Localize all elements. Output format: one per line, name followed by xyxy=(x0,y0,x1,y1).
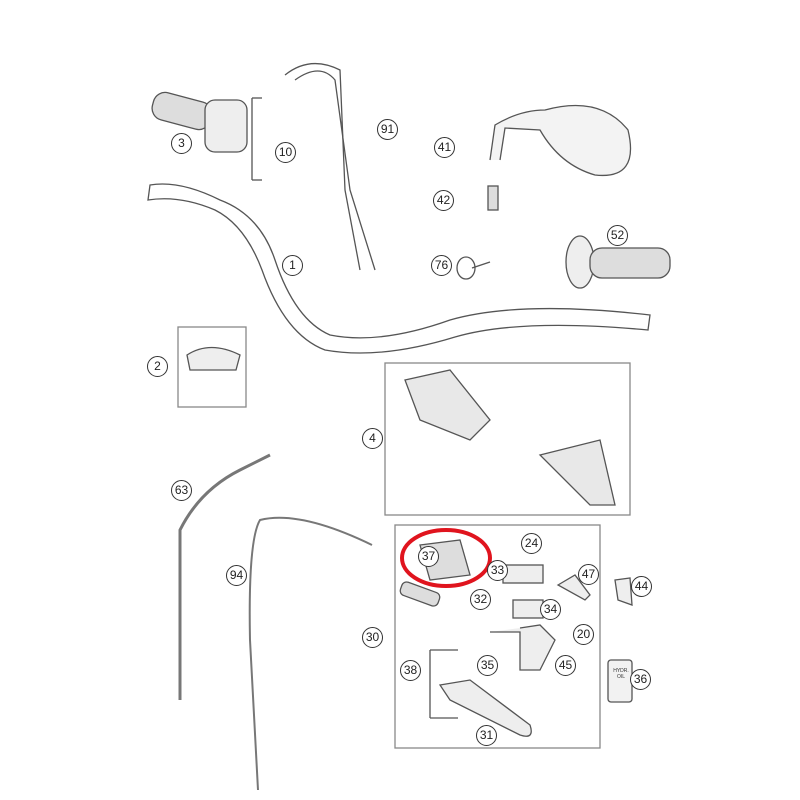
throttle-grip xyxy=(151,91,248,153)
callout-2[interactable]: 2 xyxy=(147,356,168,377)
handlebar xyxy=(147,183,651,354)
callout-36[interactable]: 36 xyxy=(630,669,651,690)
callout-41[interactable]: 41 xyxy=(434,137,455,158)
callout-35[interactable]: 35 xyxy=(477,655,498,676)
callout-63[interactable]: 63 xyxy=(171,480,192,501)
callout-76[interactable]: 76 xyxy=(431,255,452,276)
callout-4[interactable]: 4 xyxy=(362,428,383,449)
callout-91[interactable]: 91 xyxy=(377,119,398,140)
callout-31[interactable]: 31 xyxy=(476,725,497,746)
handguard-left xyxy=(404,369,491,441)
callout-30[interactable]: 30 xyxy=(362,627,383,648)
callout-45[interactable]: 45 xyxy=(555,655,576,676)
oil-bottle-label: HYDR. OIL xyxy=(613,668,629,680)
callout-3[interactable]: 3 xyxy=(171,133,192,154)
callout-34[interactable]: 34 xyxy=(540,599,561,620)
handguard-right xyxy=(538,439,616,506)
callout-47[interactable]: 47 xyxy=(578,564,599,585)
callout-33[interactable]: 33 xyxy=(487,560,508,581)
callout-37[interactable]: 37 xyxy=(418,546,439,567)
callout-42[interactable]: 42 xyxy=(433,190,454,211)
mirror xyxy=(489,104,632,177)
callout-32[interactable]: 32 xyxy=(470,589,491,610)
callout-38[interactable]: 38 xyxy=(400,660,421,681)
callout-20[interactable]: 20 xyxy=(573,624,594,645)
callout-44[interactable]: 44 xyxy=(631,576,652,597)
callout-52[interactable]: 52 xyxy=(607,225,628,246)
callout-1[interactable]: 1 xyxy=(282,255,303,276)
callout-10[interactable]: 10 xyxy=(275,142,296,163)
callout-94[interactable]: 94 xyxy=(226,565,247,586)
highlight-ring xyxy=(400,528,492,588)
callout-24[interactable]: 24 xyxy=(521,533,542,554)
